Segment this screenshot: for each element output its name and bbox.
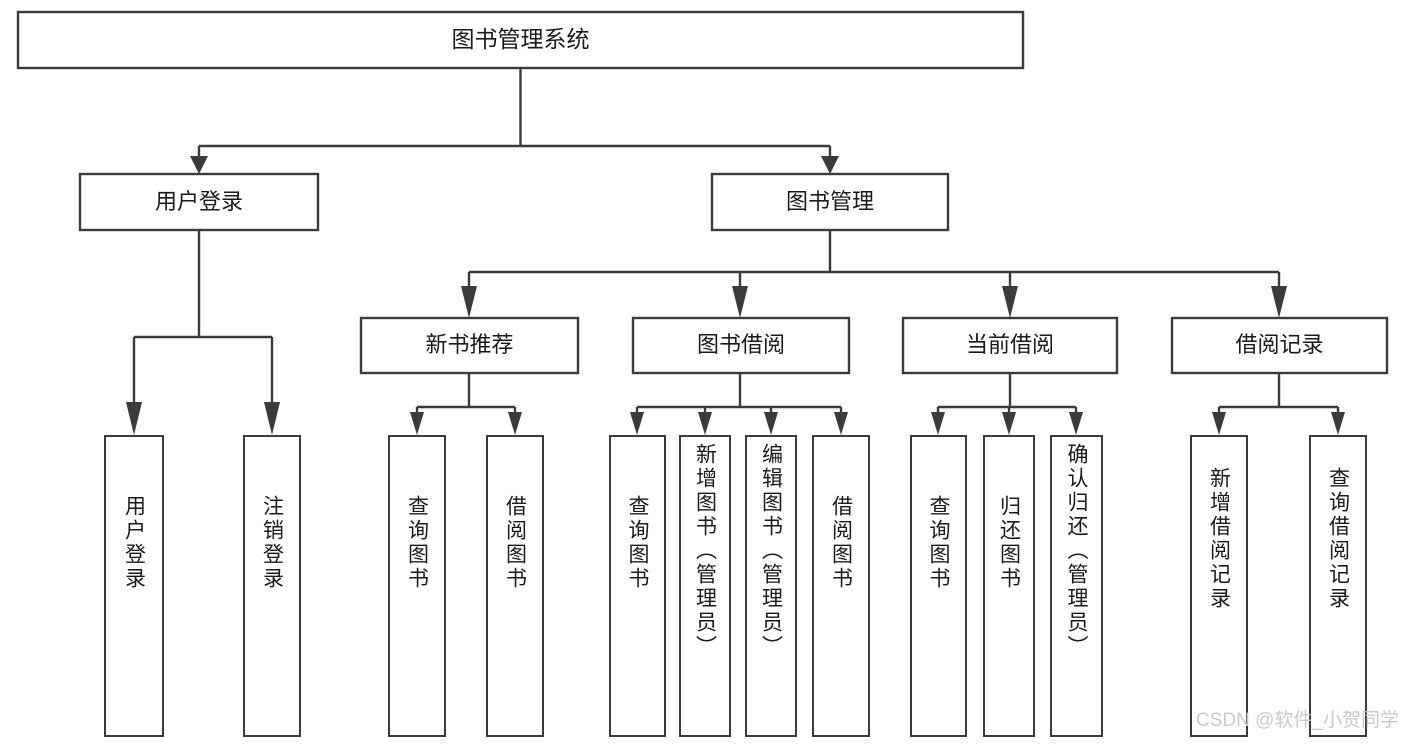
node-current-borrow-box[interactable] [901, 316, 1119, 375]
node-leaf-confirm-return[interactable]: 确认归还（管理员） [1050, 435, 1103, 737]
connector-group-book-borrow [630, 373, 848, 435]
node-leaf-logout-label: 注销登录 [260, 495, 284, 591]
arrowhead-book-borrow [732, 286, 748, 318]
node-book-borrow-label: 图书借阅 [697, 332, 785, 357]
node-leaf-query-book-borrow-label: 查询图书 [626, 495, 649, 591]
node-root-label: 图书管理系统 [452, 26, 590, 52]
node-borrow-record-box[interactable] [1170, 316, 1389, 375]
node-leaf-add-book[interactable]: 新增图书（管理员） [679, 435, 731, 737]
node-leaf-add-borrow-record[interactable]: 新增借阅记录 [1190, 435, 1248, 737]
arrowhead-leaf-confirm-return [1069, 412, 1083, 435]
arrowhead-new-book-recommend [461, 286, 477, 318]
connector-group-user-login [126, 230, 280, 435]
node-book-manage[interactable]: 图书管理 [710, 172, 950, 232]
arrowhead-book-manage [821, 156, 839, 174]
node-current-borrow[interactable]: 当前借阅 [901, 316, 1119, 375]
arrowhead-leaf-borrow-book-recommend [508, 412, 522, 435]
arrowhead-user-login [190, 156, 208, 174]
node-root[interactable]: 图书管理系统 [16, 10, 1025, 70]
arrowhead-leaf-edit-book [764, 412, 778, 435]
connector-group-root [190, 68, 839, 174]
node-root-box[interactable] [16, 10, 1025, 70]
arrowhead-leaf-add-borrow-record [1212, 412, 1226, 435]
node-leaf-borrow-book[interactable]: 借阅图书 [812, 435, 870, 737]
arrowhead-borrow-record [1271, 286, 1287, 318]
node-new-book-recommend-box[interactable] [359, 316, 580, 375]
node-leaf-query-book-recommend-label: 查询图书 [405, 495, 429, 591]
node-new-book-recommend-label: 新书推荐 [425, 332, 513, 357]
node-leaf-query-book-current[interactable]: 查询图书 [910, 435, 967, 737]
arrowhead-leaf-add-book [698, 412, 712, 435]
node-leaf-add-book-label: 新增图书（管理员） [693, 443, 717, 659]
node-leaf-user-login-label: 用户登录 [122, 495, 146, 591]
node-borrow-record-label: 借阅记录 [1235, 332, 1323, 357]
node-leaf-add-borrow-record-label: 新增借阅记录 [1207, 467, 1231, 611]
node-leaf-query-borrow-record[interactable]: 查询借阅记录 [1309, 435, 1367, 737]
connector-group-current-borrow [931, 373, 1083, 435]
arrowhead-leaf-query-book-recommend [410, 412, 424, 435]
connector-group-new-book-recommend [410, 373, 522, 435]
node-leaf-borrow-book-recommend[interactable]: 借阅图书 [486, 435, 544, 737]
arrowhead-leaf-query-borrow-record [1331, 412, 1345, 435]
arrowhead-leaf-return-book [1002, 412, 1016, 435]
arrowhead-leaf-user-login [126, 402, 142, 435]
arrowhead-leaf-borrow-book [834, 412, 848, 435]
node-leaf-query-book-recommend[interactable]: 查询图书 [388, 435, 446, 737]
node-leaf-query-book-current-label: 查询图书 [927, 495, 950, 591]
arrowhead-leaf-logout [264, 402, 280, 435]
node-leaf-edit-book[interactable]: 编辑图书（管理员） [745, 435, 797, 737]
node-leaf-edit-book-label: 编辑图书（管理员） [759, 443, 783, 659]
node-leaf-query-borrow-record-label: 查询借阅记录 [1326, 467, 1350, 611]
node-book-manage-box[interactable] [710, 172, 950, 232]
node-book-borrow-box[interactable] [631, 316, 851, 375]
node-leaf-return-book-label: 归还图书 [997, 495, 1021, 591]
node-leaf-user-login[interactable]: 用户登录 [104, 435, 164, 737]
node-leaf-borrow-book-label: 借阅图书 [829, 495, 853, 591]
node-new-book-recommend[interactable]: 新书推荐 [359, 316, 580, 375]
node-leaf-query-book-borrow[interactable]: 查询图书 [609, 435, 666, 737]
node-book-manage-label: 图书管理 [786, 189, 874, 214]
connector-group-book-manage [461, 230, 1287, 318]
node-user-login-box[interactable] [78, 172, 320, 232]
node-leaf-confirm-return-label: 确认归还（管理员） [1065, 443, 1088, 659]
node-leaf-return-book[interactable]: 归还图书 [983, 435, 1035, 737]
connector-group-borrow-record [1212, 373, 1345, 435]
node-user-login-label: 用户登录 [155, 189, 243, 214]
arrowhead-current-borrow [1002, 286, 1018, 318]
arrowhead-leaf-query-book-current [931, 412, 945, 435]
node-leaf-logout[interactable]: 注销登录 [243, 435, 301, 737]
node-borrow-record[interactable]: 借阅记录 [1170, 316, 1389, 375]
arrowhead-leaf-query-book-borrow [630, 412, 644, 435]
node-book-borrow[interactable]: 图书借阅 [631, 316, 851, 375]
node-user-login[interactable]: 用户登录 [78, 172, 320, 232]
node-leaf-borrow-book-recommend-label: 借阅图书 [503, 495, 527, 591]
node-current-borrow-label: 当前借阅 [966, 332, 1054, 357]
